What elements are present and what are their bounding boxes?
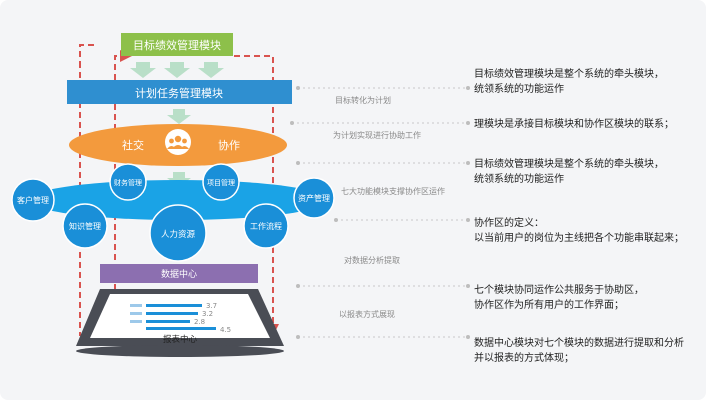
mid-label-plan-assist: 为计划实现进行协助工作 [333, 131, 421, 140]
module-finance-label: 财务管理 [114, 178, 142, 187]
description-4-line-2: 以当前用户的岗位为主线把各个功能串联起来； [474, 233, 684, 244]
description-4: 协作区的定义： 以当前用户的岗位为主线把各个功能串联起来； [474, 216, 700, 246]
description-1-line-1: 目标绩效管理模块是整个系统的牵头模块， [474, 69, 664, 80]
description-5-line-2: 协作区作为所有用户的工作界面； [474, 300, 624, 311]
down-arrow-plan [167, 109, 191, 124]
module-hr: 人力资源 [149, 204, 207, 262]
collab-label: 协作 [218, 138, 240, 152]
data-center-label: 数据中心 [161, 268, 197, 280]
description-2: 理模块是承接目标模块和协作区模块的联系； [474, 117, 700, 132]
report-center-label: 报表中心 [163, 334, 198, 345]
report-bars [130, 304, 216, 330]
description-1-line-2: 统领系统的功能运作 [474, 84, 564, 95]
description-5-line-1: 七个模块协同运作公共服务于协助区， [474, 285, 644, 296]
module-workflow: 工作流程 [243, 203, 289, 249]
module-customer-label: 客户管理 [17, 195, 49, 205]
social-label: 社交 [122, 138, 144, 152]
report-device: 3.7 3.2 2.8 4.5 报表中心 [76, 289, 284, 357]
description-3: 目标绩效管理模块是整个系统的牵头模块， 统领系统的功能运作 [474, 157, 700, 187]
module-asset: 资产管理 [293, 177, 335, 219]
description-6-line-1: 数据中心模块对七个模块的数据进行提取和分析 [474, 338, 684, 349]
module-project-label: 项目管理 [207, 178, 235, 187]
description-1: 目标绩效管理模块是整个系统的牵头模块， 统领系统的功能运作 [474, 67, 700, 97]
description-2-line-1: 理模块是承接目标模块和协作区模块的联系； [474, 119, 674, 130]
report-value-4: 4.5 [220, 326, 231, 334]
goal-block [121, 33, 233, 56]
mid-label-report-display: 以报表方式展现 [339, 310, 395, 319]
module-knowledge-label: 知识管理 [69, 221, 101, 231]
down-arrow-collab [167, 172, 191, 187]
connector-dots [290, 86, 470, 339]
description-3-line-1: 目标绩效管理模块是整个系统的牵头模块， [474, 159, 664, 170]
goal-block-label: 目标绩效管理模块 [133, 38, 221, 52]
report-value-3: 2.8 [194, 318, 205, 326]
down-arrows-goal [130, 62, 224, 78]
report-value-1: 3.7 [206, 302, 217, 310]
people-icon [165, 129, 191, 155]
module-workflow-label: 工作流程 [250, 221, 282, 231]
module-project: 项目管理 [202, 163, 240, 201]
module-customer: 客户管理 [11, 178, 55, 222]
description-3-line-2: 统领系统的功能运作 [474, 174, 564, 185]
mid-label-data-extract: 对数据分析提取 [344, 256, 400, 265]
description-6: 数据中心模块对七个模块的数据进行提取和分析 并以报表的方式体现； [474, 336, 700, 366]
mid-label-modules-support: 七大功能模块支撑协作区运作 [341, 187, 445, 196]
plan-block [67, 80, 292, 104]
connector-lines [292, 87, 468, 338]
plan-block-label: 计划任务管理模块 [135, 86, 223, 100]
description-4-line-1: 协作区的定义： [474, 218, 544, 229]
data-center-block [100, 264, 258, 283]
module-asset-label: 资产管理 [298, 193, 330, 203]
module-finance: 财务管理 [109, 163, 147, 201]
module-hr-label: 人力资源 [161, 229, 196, 240]
description-6-line-2: 并以报表的方式体现； [474, 353, 574, 364]
report-value-2: 3.2 [202, 310, 213, 318]
module-knowledge: 知识管理 [62, 203, 108, 249]
mid-label-goal-to-plan: 目标转化为计划 [335, 96, 391, 105]
description-5: 七个模块协同运作公共服务于协助区， 协作区作为所有用户的工作界面； [474, 283, 700, 313]
